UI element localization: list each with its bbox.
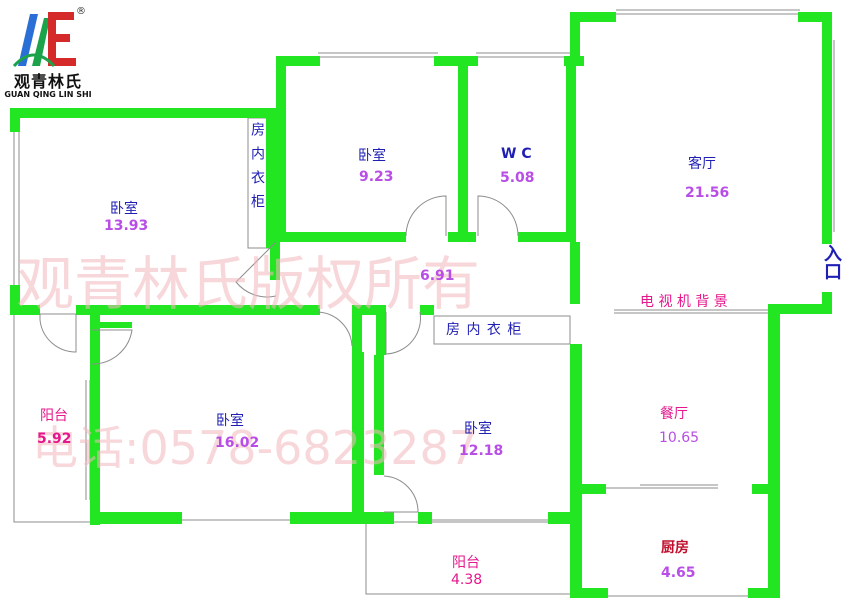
room-bedroom-mid-name: 卧室 bbox=[464, 420, 492, 437]
room-bedroom-main-name: 卧室 bbox=[216, 412, 244, 429]
room-bedroom-top-name: 卧室 bbox=[358, 147, 386, 164]
room-kitchen-name: 厨房 bbox=[661, 539, 689, 556]
entrance-label: 入口 bbox=[821, 244, 842, 280]
room-kitchen-area: 4.65 bbox=[661, 565, 696, 581]
watermark-top: 观青林氏版权所有 bbox=[16, 250, 480, 318]
room-living-area: 21.56 bbox=[685, 185, 729, 201]
room-living-name: 客厅 bbox=[688, 155, 716, 172]
room-wc-area: 5.08 bbox=[500, 170, 535, 186]
walls bbox=[10, 12, 832, 598]
registered-mark: ® bbox=[76, 6, 86, 17]
logo-mark-icon bbox=[12, 12, 76, 68]
brand-pinyin: GUAN QING LIN SHI bbox=[4, 90, 92, 99]
room-balcony-bottom-name: 阳台 bbox=[452, 555, 480, 571]
logo: ® 观青林氏 GUAN QING LIN SHI bbox=[4, 4, 92, 102]
room-bedroom-top-area: 9.23 bbox=[359, 169, 394, 185]
room-bedroom-left-area: 13.93 bbox=[104, 218, 148, 234]
brand-name: 观青林氏 bbox=[13, 72, 82, 91]
wardrobe-horizontal-label: 房 内 衣 柜 bbox=[446, 322, 522, 338]
room-bedroom-main-area: 16.02 bbox=[215, 435, 259, 451]
room-balcony-left-name: 阳台 bbox=[40, 408, 68, 424]
wardrobe-vertical-label: 房内衣柜 bbox=[249, 122, 265, 218]
room-balcony-bottom-area: 4.38 bbox=[451, 572, 482, 588]
room-bedroom-left-name: 卧室 bbox=[110, 200, 138, 217]
doors bbox=[39, 195, 519, 513]
room-hall-area: 6.91 bbox=[420, 268, 455, 284]
room-balcony-left-area: 5.92 bbox=[37, 431, 72, 447]
room-dining-area: 10.65 bbox=[659, 430, 699, 446]
room-bedroom-mid-area: 12.18 bbox=[459, 443, 503, 459]
watermark-bottom: 电话:0578-6823287 bbox=[32, 421, 478, 475]
room-wc-name: W C bbox=[501, 146, 532, 162]
room-dining-name: 餐厅 bbox=[660, 406, 688, 422]
tv-wall-label: 电 视 机 背 景 bbox=[640, 294, 728, 310]
